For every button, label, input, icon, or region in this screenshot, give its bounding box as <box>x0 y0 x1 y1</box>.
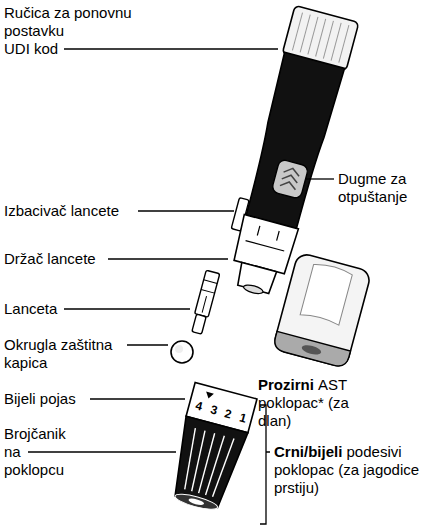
cap-groove <box>179 428 200 489</box>
label-text: Dugme za otpuštanje <box>338 170 407 205</box>
cap-groove <box>206 435 225 496</box>
leader-line <box>28 451 176 452</box>
label-text: Okrugla zaštitna kapica <box>4 336 112 371</box>
cap-highlight <box>175 345 183 353</box>
ast-cap-opening <box>301 343 322 356</box>
cap-groove <box>213 437 234 498</box>
label-emphasis: Prozirni <box>258 376 314 393</box>
lancet-tab <box>192 314 206 334</box>
cap-groove <box>199 433 215 493</box>
holder-opening <box>243 283 264 295</box>
ast-cap <box>272 252 371 368</box>
part-label: ProzirniAST poklopac* (za dlan) <box>258 376 366 430</box>
handle-rib <box>331 23 341 61</box>
leader-line <box>108 258 228 259</box>
handle-rib <box>323 21 333 59</box>
label-text: Lanceta <box>4 300 57 317</box>
handle-rib <box>339 25 349 63</box>
label-text: Bijeli pojas <box>4 390 76 407</box>
leader-line <box>90 398 185 399</box>
holder-detail <box>246 223 289 251</box>
part-label: Bijeli pojas <box>4 390 94 408</box>
part-label: Izbacivač lancete <box>4 202 144 220</box>
part-label: Crni/bijelipodesivi poklopac (za jagodic… <box>274 443 424 497</box>
label-text: UDI kod <box>4 40 58 57</box>
lancet <box>190 270 220 334</box>
lancet-ribs <box>195 280 217 315</box>
leader-line <box>138 210 234 211</box>
leader-line <box>64 48 278 49</box>
handle-rib <box>300 15 310 53</box>
leader-line <box>127 344 168 345</box>
part-label: Lanceta <box>4 300 74 318</box>
dial-marker <box>205 392 214 400</box>
handle-rib <box>308 17 318 55</box>
handle-rib <box>316 19 326 57</box>
part-label: Okrugla zaštitna kapica <box>4 336 129 372</box>
release-button <box>271 159 309 200</box>
part-label: Držač lancete <box>4 250 114 268</box>
device-body <box>241 52 344 229</box>
ast-cap-window <box>300 262 353 325</box>
handle-rib <box>292 13 302 51</box>
label-text: Izbacivač lancete <box>4 202 119 219</box>
label-text: Ručica za ponovnu postavku <box>4 4 132 39</box>
ast-cap-body <box>272 252 371 368</box>
label-text: Držač lancete <box>4 250 96 267</box>
leader-line <box>64 308 190 309</box>
cap-opening <box>188 497 205 506</box>
part-label: Brojčanik na poklopcu <box>4 425 84 479</box>
part-label: UDI kod <box>4 40 74 58</box>
cap-tip <box>174 491 219 512</box>
lancet-body <box>195 270 220 317</box>
part-label: Dugme za otpuštanje <box>338 170 423 206</box>
leader-line <box>306 178 334 179</box>
ast-cap-rim <box>272 331 350 368</box>
button-chevrons <box>280 166 301 189</box>
part-label: Ručica za ponovnu postavku <box>4 4 154 40</box>
label-emphasis: Crni/bijeli <box>274 443 342 460</box>
cap-groove <box>189 431 208 492</box>
label-text: Brojčanik na poklopcu <box>4 425 66 478</box>
round-protective-cap <box>171 341 193 363</box>
